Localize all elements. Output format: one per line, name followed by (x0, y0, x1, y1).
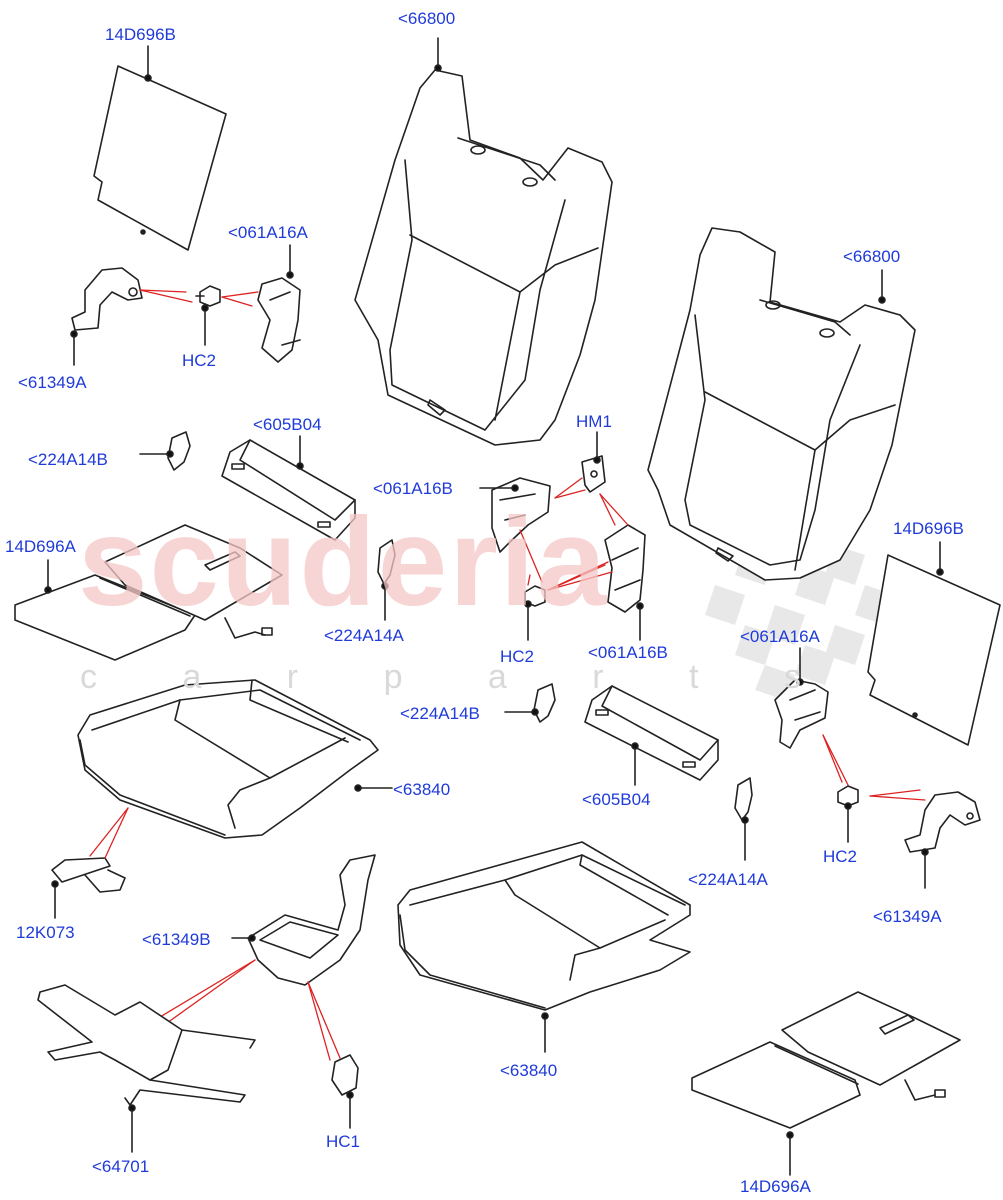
label-14d696b-right[interactable]: 14D696B (893, 519, 964, 538)
label-061a16b-lower[interactable]: <061A16B (588, 643, 668, 662)
hinge-cover-left[interactable] (71, 267, 143, 331)
label-061a16a-right[interactable]: <061A16A (740, 627, 820, 646)
bracket-061a16b-lower[interactable] (604, 524, 646, 613)
label-061a16a-top[interactable]: <061A16A (228, 223, 308, 242)
label-66800-left[interactable]: <66800 (398, 9, 456, 28)
seat-cushion-panel-right[interactable] (691, 991, 961, 1129)
clip-224a14b-right[interactable] (533, 683, 556, 723)
trim-605b04-right[interactable] (584, 685, 719, 781)
label-63840-right[interactable]: <63840 (500, 1061, 558, 1080)
clip-224a14a-left[interactable] (377, 539, 396, 585)
wiring-harness-12k073[interactable] (51, 857, 126, 893)
seat-back-panel-left[interactable] (93, 65, 227, 251)
trim-605b04-left[interactable] (221, 439, 356, 541)
clip-224a14b-left[interactable] (167, 431, 191, 471)
label-605b04-left[interactable]: <605B04 (253, 415, 322, 434)
label-hc2-right[interactable]: HC2 (823, 847, 858, 866)
label-14d696a-bottom[interactable]: 14D696A (740, 1177, 811, 1196)
hinge-cover-right[interactable] (904, 791, 981, 853)
seat-cushion-left[interactable] (77, 679, 379, 839)
label-hc2-left[interactable]: HC2 (182, 351, 217, 370)
clip-hc1[interactable] (331, 1054, 359, 1096)
label-14d696b-top[interactable]: 14D696B (105, 25, 176, 44)
label-605b04-right[interactable]: <605B04 (582, 790, 651, 809)
label-224a14b-left[interactable]: <224A14B (28, 450, 108, 469)
label-hc1[interactable]: HC1 (326, 1132, 361, 1151)
label-224a14b-center[interactable]: <224A14B (400, 704, 480, 723)
label-224a14a-right[interactable]: <224A14A (688, 870, 768, 889)
seat-cushion-panel-left[interactable] (14, 524, 283, 661)
seat-frame-64701[interactable] (37, 984, 256, 1106)
label-64701[interactable]: <64701 (92, 1157, 150, 1176)
bolt-hc2-right[interactable] (837, 785, 859, 807)
label-hc2-center[interactable]: HC2 (500, 647, 535, 666)
seat-back-panel-right[interactable] (867, 554, 1001, 746)
clip-224a14a-right[interactable] (734, 777, 753, 821)
label-14d696a-left[interactable]: 14D696A (5, 537, 76, 556)
label-061a16b-upper[interactable]: <061A16B (373, 479, 453, 498)
label-61349a-left[interactable]: <61349A (18, 373, 87, 392)
seat-cushion-right[interactable] (397, 841, 691, 1011)
label-66800-right[interactable]: <66800 (843, 247, 901, 266)
bracket-061a16a-left[interactable] (257, 277, 301, 363)
label-63840-left[interactable]: <63840 (393, 780, 451, 799)
label-61349a-right[interactable]: <61349A (873, 907, 942, 926)
bracket-061a16b-upper[interactable] (491, 477, 551, 553)
storage-tray-61349b[interactable] (247, 854, 376, 986)
label-hm1[interactable]: HM1 (576, 412, 612, 431)
seat-back-frame-right[interactable] (647, 227, 916, 581)
label-12k073[interactable]: 12K073 (16, 923, 75, 942)
label-224a14a-center[interactable]: <224A14A (324, 626, 404, 645)
seat-back-frame-left[interactable] (354, 69, 613, 446)
bolt-hc2-left[interactable] (195, 285, 221, 307)
label-61349b[interactable]: <61349B (142, 930, 211, 949)
bracket-061a16a-right[interactable] (774, 679, 829, 749)
